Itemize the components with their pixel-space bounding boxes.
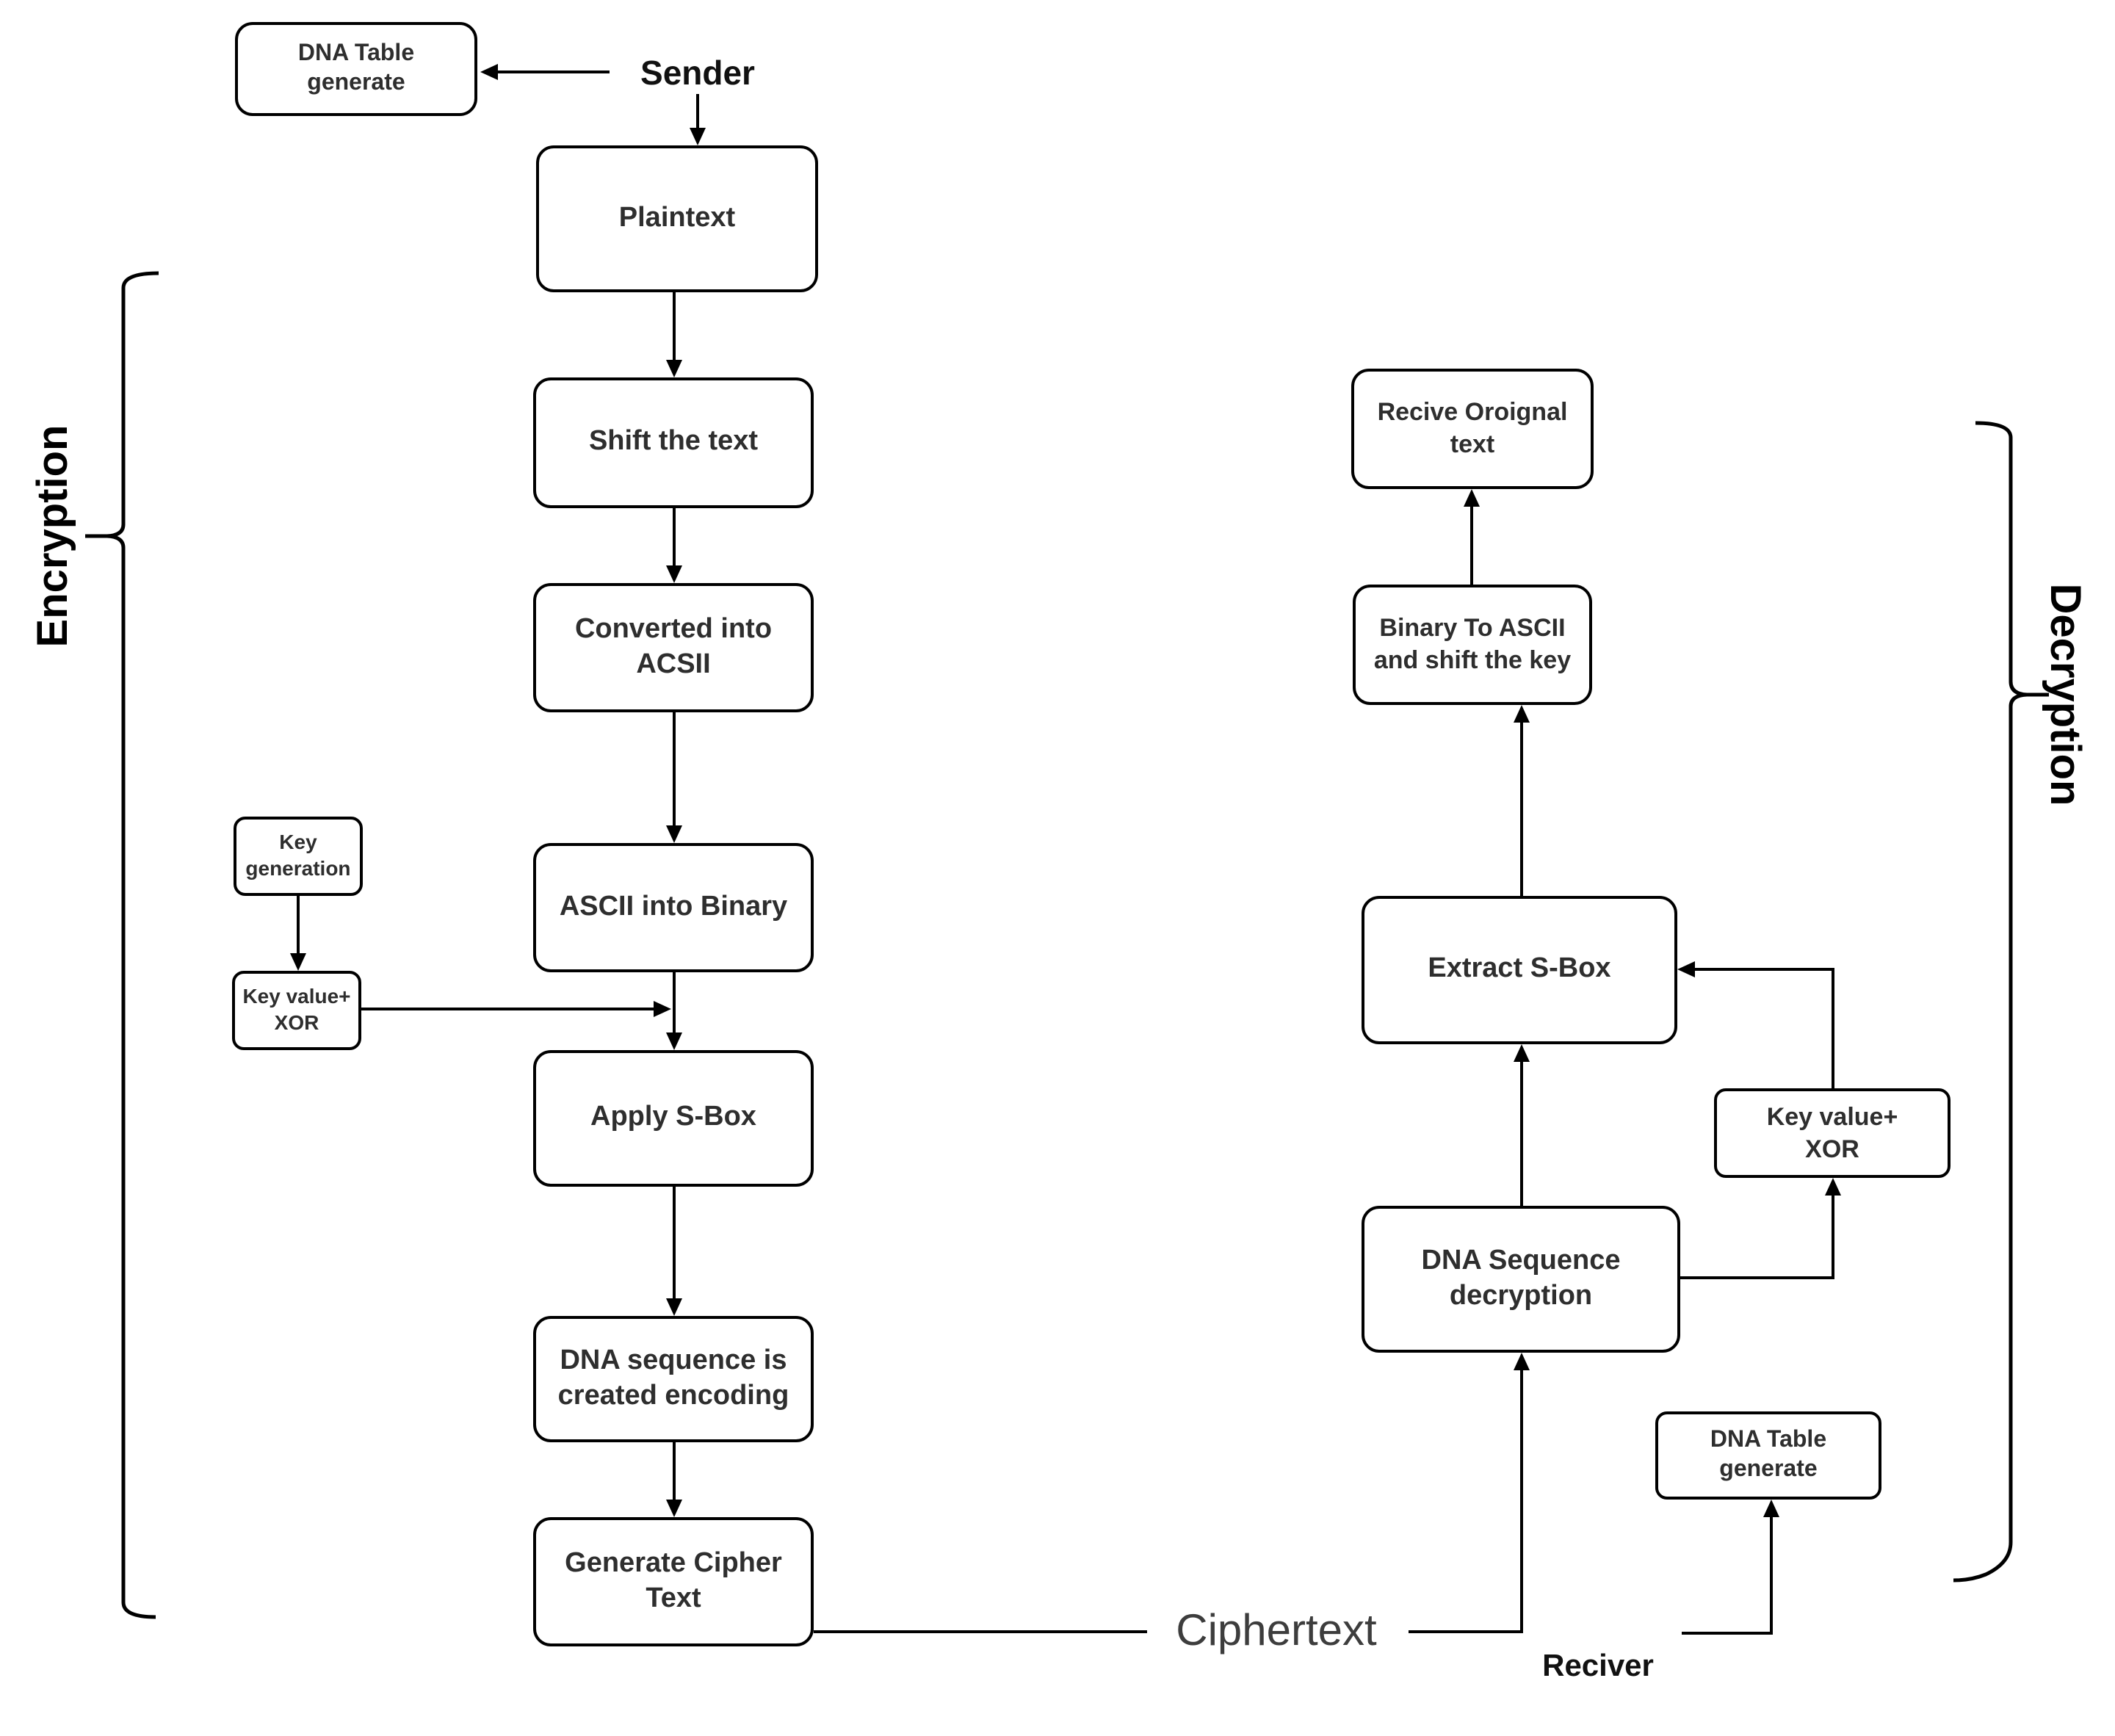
decryption-brace bbox=[1953, 421, 2028, 1583]
arrowhead-into-cipher bbox=[666, 1500, 682, 1517]
node-label: Shift the text bbox=[588, 426, 759, 457]
ciphertext-label: Ciphertext bbox=[1176, 1607, 1377, 1655]
arrowhead-into-shift bbox=[666, 360, 682, 377]
node-label: Plaintext bbox=[618, 202, 736, 234]
node-label: Key value+ XOR bbox=[242, 984, 351, 1034]
node-ascii-into-binary: ASCII into Binary bbox=[533, 843, 814, 972]
node-receive-original-text: Recive Oroignal text bbox=[1351, 369, 1594, 489]
encryption-section-label: Encryption bbox=[30, 424, 77, 648]
connector-receiver-to-dna-table bbox=[1682, 1517, 1773, 1635]
sender-label: Sender bbox=[640, 54, 755, 92]
connector-dnadec-to-keyxor bbox=[1680, 1196, 1834, 1279]
node-label: DNA sequence is created encoding bbox=[557, 1345, 789, 1411]
node-label: Converted into ACSII bbox=[574, 613, 773, 680]
arrowhead-into-binary bbox=[1514, 705, 1530, 723]
node-shift-the-text: Shift the text bbox=[533, 377, 814, 508]
arrowhead-into-receive bbox=[1464, 489, 1480, 507]
node-plaintext: Plaintext bbox=[536, 145, 818, 292]
arrowhead-into-ascii bbox=[666, 825, 682, 843]
arrowhead-into-converted bbox=[666, 565, 682, 583]
encryption-brace bbox=[106, 271, 159, 1619]
arrowhead-into-extract-right bbox=[1677, 961, 1695, 977]
node-dna-table-generate-sender: DNA Table generate bbox=[235, 22, 477, 116]
node-label: Recive Oroignal text bbox=[1377, 398, 1568, 459]
node-generate-cipher-text: Generate Cipher Text bbox=[533, 1517, 814, 1646]
arrowhead-into-dna-table-right bbox=[1763, 1500, 1779, 1517]
node-label: ASCII into Binary bbox=[559, 891, 788, 922]
node-dna-sequence-encoding: DNA sequence is created encoding bbox=[533, 1316, 814, 1442]
node-key-value-xor-encryption: Key value+ XOR bbox=[232, 971, 361, 1050]
node-label: DNA Table generate bbox=[297, 40, 415, 95]
node-extract-sbox: Extract S-Box bbox=[1362, 896, 1677, 1044]
node-dna-table-generate-receiver: DNA Table generate bbox=[1655, 1411, 1881, 1500]
connector-cipher-line-right bbox=[1409, 1370, 1523, 1633]
arrowhead-into-sbox bbox=[666, 1032, 682, 1050]
arrowhead-into-keyxor-left bbox=[290, 953, 306, 971]
node-label: DNA Table generate bbox=[1710, 1427, 1827, 1482]
node-label: Key value+ XOR bbox=[1766, 1102, 1898, 1163]
arrowhead-into-dnadec bbox=[1514, 1353, 1530, 1370]
node-converted-into-acsii: Converted into ACSII bbox=[533, 583, 814, 712]
node-label: DNA Sequence decryption bbox=[1421, 1245, 1621, 1312]
node-label: Extract S-Box bbox=[1428, 953, 1611, 985]
arrowhead-keyxor-to-flow bbox=[654, 1001, 671, 1017]
node-key-value-xor-decryption: Key value+ XOR bbox=[1714, 1088, 1950, 1178]
node-apply-sbox: Apply S-Box bbox=[533, 1050, 814, 1187]
node-key-generation: Key generation bbox=[234, 817, 363, 896]
node-binary-to-ascii: Binary To ASCII and shift the key bbox=[1353, 585, 1592, 705]
arrowhead-into-extract-bottom bbox=[1514, 1044, 1530, 1062]
decryption-section-label: Decryption bbox=[2041, 583, 2088, 806]
receiver-label: Reciver bbox=[1542, 1649, 1654, 1683]
node-label: Apply S-Box bbox=[590, 1102, 756, 1133]
node-label: Generate Cipher Text bbox=[565, 1547, 782, 1614]
node-label: Binary To ASCII and shift the key bbox=[1373, 614, 1572, 675]
node-label: Key generation bbox=[245, 830, 351, 880]
arrowhead-into-keyxor-right bbox=[1825, 1178, 1841, 1196]
connector-keyxor-to-extract bbox=[1695, 968, 1834, 1088]
arrowhead-into-plaintext bbox=[690, 128, 706, 145]
node-dna-sequence-decryption: DNA Sequence decryption bbox=[1362, 1206, 1680, 1353]
arrowhead-into-dnaseq bbox=[666, 1298, 682, 1316]
arrowhead-to-dna-table-left bbox=[480, 64, 498, 80]
